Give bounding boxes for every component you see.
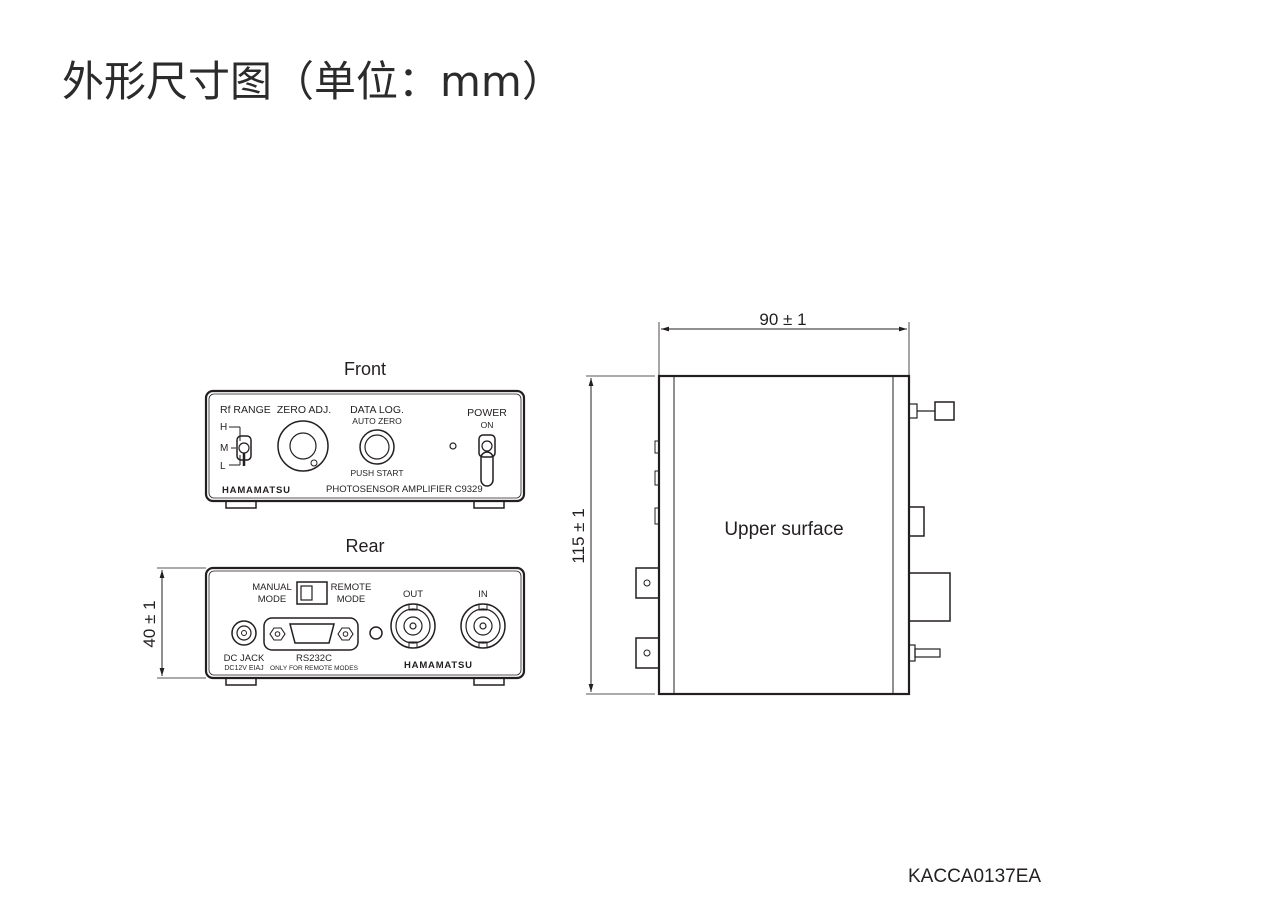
power-switch[interactable] xyxy=(478,434,496,458)
height-dimension: 40 ± 1 xyxy=(140,567,206,679)
manual-mode-label-2: MODE xyxy=(258,594,287,605)
rear-view: Rear MANUAL MODE REMOTE MODE OUT IN DC J… xyxy=(204,536,526,686)
dc-jack-label: DC JACK xyxy=(224,653,265,664)
left-bracket-upper xyxy=(635,567,660,599)
out-label: OUT xyxy=(403,589,423,600)
dc-jack[interactable] xyxy=(231,620,257,646)
depth-dimension: 115 ± 1 xyxy=(569,375,655,695)
right-connector-bottom xyxy=(914,648,941,658)
dc-spec-label: DC12V EIAJ xyxy=(224,665,263,672)
rear-panel-inner xyxy=(208,570,522,676)
front-panel-inner xyxy=(208,393,522,499)
right-connector-mid xyxy=(908,506,925,537)
manual-mode-label-1: MANUAL xyxy=(252,582,292,593)
rf-range-label: Rf RANGE xyxy=(220,404,271,416)
push-start-label: PUSH START xyxy=(350,468,403,478)
width-dimension: 90 ± 1 xyxy=(658,310,910,376)
out-bnc-connector[interactable] xyxy=(390,603,436,649)
power-label: POWER xyxy=(467,407,507,419)
upper-surface-label: Upper surface xyxy=(724,519,843,540)
remote-mode-label-2: MODE xyxy=(337,594,366,605)
top-view: Upper surface xyxy=(635,374,955,696)
range-l-label: L xyxy=(220,461,226,472)
range-h-label: H xyxy=(220,422,227,433)
front-view: Front Rf RANGE H M L ZERO ADJ. DATA LOG.… xyxy=(204,359,526,509)
front-led xyxy=(449,442,457,450)
drawing-code: KACCA0137EA xyxy=(908,866,1042,887)
in-label: IN xyxy=(478,589,488,600)
front-model-label: PHOTOSENSOR AMPLIFIER C9329 xyxy=(326,484,483,495)
data-log-label: DATA LOG. xyxy=(350,404,404,416)
rs232c-connector[interactable] xyxy=(263,617,359,651)
depth-dimension-label: 115 ± 1 xyxy=(569,508,588,563)
rs232c-label: RS232C xyxy=(296,653,332,664)
front-brand-logo: HAMAMATSU xyxy=(222,485,291,496)
data-log-button[interactable] xyxy=(359,429,395,465)
in-bnc-connector[interactable] xyxy=(460,603,506,649)
remote-mode-label-1: REMOTE xyxy=(331,582,372,593)
zero-adj-knob[interactable] xyxy=(277,420,329,472)
rear-panel xyxy=(204,566,526,680)
front-foot-left xyxy=(225,500,257,509)
left-bracket-lower xyxy=(635,637,660,669)
height-dimension-label: 40 ± 1 xyxy=(140,600,159,647)
auto-zero-label: AUTO ZERO xyxy=(352,416,402,426)
rear-foot-left xyxy=(225,677,257,686)
front-foot-right xyxy=(473,500,505,509)
remote-note-label: ONLY FOR REMOTE MODES xyxy=(270,665,359,672)
rear-heading: Rear xyxy=(345,536,384,556)
front-heading: Front xyxy=(344,359,386,379)
zero-adj-label: ZERO ADJ. xyxy=(277,404,331,416)
rear-brand-logo: HAMAMATSU xyxy=(404,660,473,671)
right-connector-top xyxy=(934,401,955,421)
range-m-label: M xyxy=(220,443,228,454)
front-panel xyxy=(204,389,526,503)
width-dimension-label: 90 ± 1 xyxy=(759,310,806,329)
power-on-label: ON xyxy=(481,420,494,430)
rear-indicator xyxy=(369,626,383,640)
right-connector-block xyxy=(908,572,951,622)
mode-switch[interactable] xyxy=(296,581,328,605)
page-title: 外形尺寸图（单位：mm） xyxy=(62,57,564,106)
rear-foot-right xyxy=(473,677,505,686)
